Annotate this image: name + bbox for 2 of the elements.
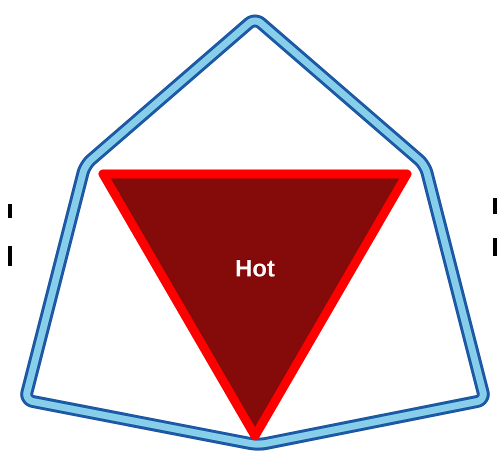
pentagon-outline xyxy=(20,14,490,451)
hot-triangle: Hot xyxy=(98,170,412,440)
